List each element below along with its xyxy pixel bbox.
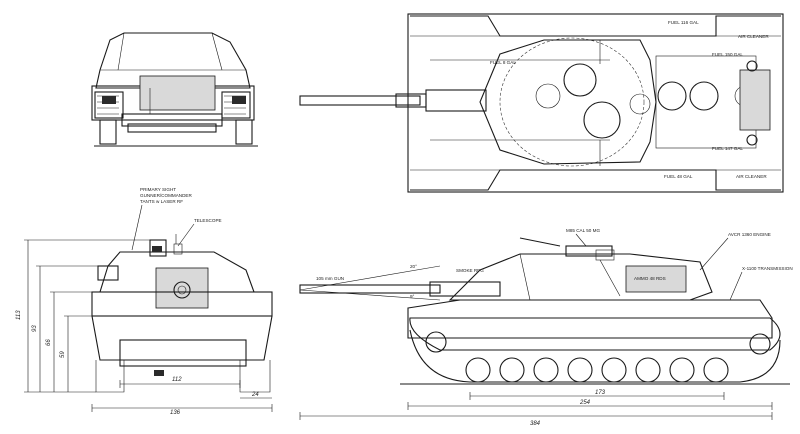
front-callouts: PRIMARY SIGHT GUNNER/COMMANDER TANTS w L… [131,187,222,251]
dim-side-length-total: 384 [530,421,541,427]
plan-labels: FUEL 116 GAL FUEL 8 GAL AIR CLEANER FUEL… [490,20,769,179]
fuel-right-mid-label: FUEL 147 GAL [712,146,743,151]
angle-plus-label: 20° [410,264,417,269]
ammo-label: AMMO 48 RDS [634,276,666,281]
primary-sight-line3: TANTS w LASER RF [140,199,183,204]
road-wheels [425,331,771,383]
transmission-label: X-1100 TRANSMISSION [742,266,793,271]
side-dimensions: 173 254 384 [299,390,773,427]
rear-view [91,32,258,147]
dim-front-height-hull: 66 [46,339,52,346]
telescope-label: TELESCOPE [194,218,222,223]
fuel-left-mid-label: FUEL 8 GAL [490,60,516,65]
dim-front-track: 24 [251,392,259,398]
front-view: 113 93 66 59 112 136 24 PRIMARY SIGHT GU… [16,187,273,416]
primary-sight-line1: PRIMARY SIGHT [140,187,176,192]
main-gun-label: 105 mm GUN [316,276,344,281]
engine-label: AVCR 1360 ENGINE [728,232,771,237]
dim-front-height-total: 113 [16,310,22,320]
primary-sight-line2: GUNNER/COMMANDER [140,193,192,198]
mg-label: M85 CAL 50 MG [566,228,600,233]
dim-front-width-total: 136 [170,410,181,416]
plan-view: FUEL 116 GAL FUEL 8 GAL AIR CLEANER FUEL… [299,13,784,193]
side-view: 20° 9° M85 CAL 50 MG 105 mm GUN SMOKE RP… [299,228,793,427]
front-dimensions: 113 93 66 59 112 136 24 [16,239,273,416]
fuel-lower-label: FUEL 48 GAL [664,174,693,179]
fuel-right-upper-label: FUEL 150 GAL [712,52,743,57]
dim-front-height-lower: 59 [60,351,66,358]
dim-front-height-turret: 93 [32,325,38,332]
smoke-label: SMOKE RPG [456,268,484,273]
dim-side-length-hull: 254 [579,400,591,406]
dim-side-track-ground: 173 [595,390,606,396]
air-cleaner-bottom-label: AIR CLEANER [736,174,767,179]
dim-front-width-inner: 112 [172,377,182,383]
angle-minus-label: 9° [410,294,415,299]
air-cleaner-top-label: AIR CLEANER [738,34,769,39]
side-callouts: M85 CAL 50 MG 105 mm GUN SMOKE RPG AMMO … [316,228,793,301]
fuel-upper-left-label: FUEL 116 GAL [668,20,699,25]
